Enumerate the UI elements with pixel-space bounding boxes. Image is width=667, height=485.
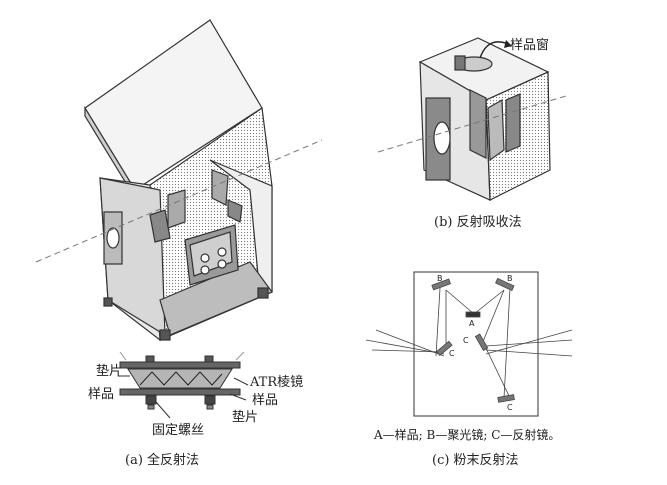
atr-prism-label: ATR棱镜 [250, 376, 303, 390]
sample-right-label: 样品 [252, 394, 278, 408]
reflection-box-illustration [420, 38, 550, 200]
pad-bottom-label: 垫片 [232, 411, 258, 425]
mirror-label-b-right: B [507, 274, 513, 283]
mirror-label-c-mid: C [463, 336, 469, 345]
sample-left-label: 样品 [88, 388, 114, 402]
caption-c: (c) 粉末反射法 [432, 454, 519, 468]
atr-prism-section [118, 352, 248, 418]
powder-reflection-diagram [366, 272, 572, 416]
atr-box-illustration [85, 20, 272, 340]
caption-a: (a) 全反射法 [125, 454, 199, 468]
caption-b: (b) 反射吸收法 [434, 216, 522, 230]
mirror-label-b-left: B [437, 274, 443, 283]
legend-c: A—样品; B—聚光镜; C—反射镜。 [374, 428, 560, 442]
mirror-label-c-left: C [449, 349, 455, 358]
mirror-label-c-bottom: C [507, 403, 513, 412]
sample-label-a: A [469, 319, 474, 328]
fixing-screw-label: 固定螺丝 [152, 424, 204, 438]
sample-window-label: 样品窗 [510, 39, 549, 53]
pad-top-label: 垫片 [96, 365, 122, 379]
